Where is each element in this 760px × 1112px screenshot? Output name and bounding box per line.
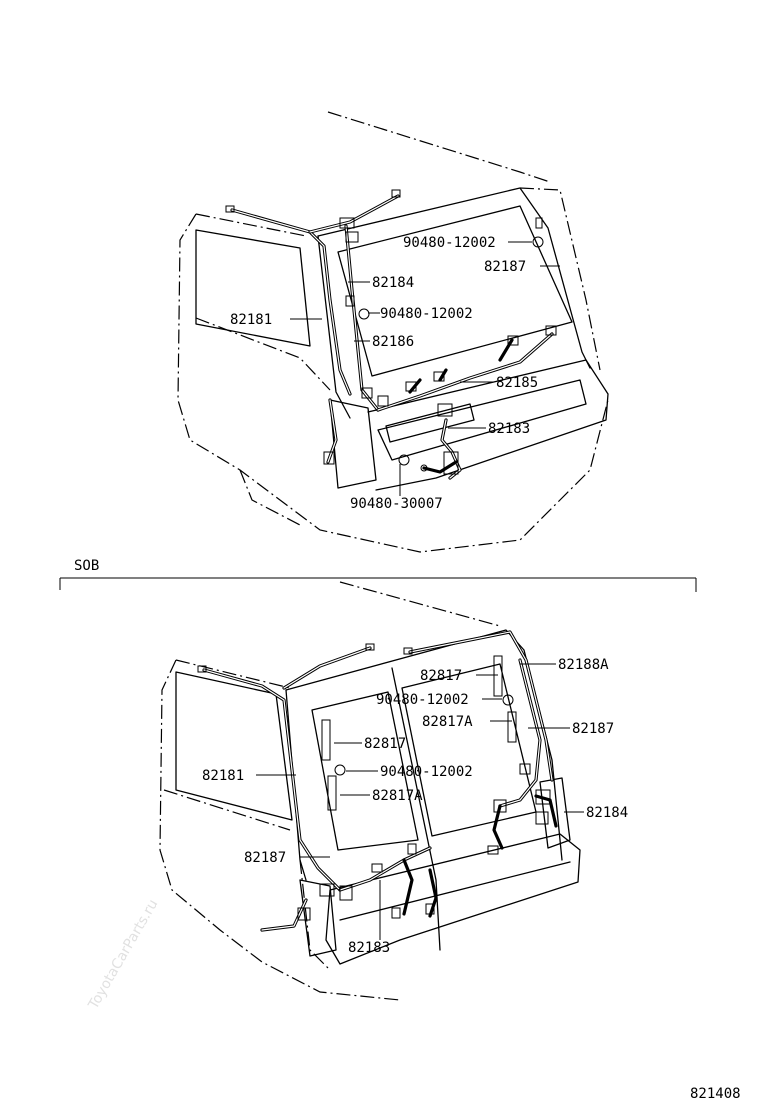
callout-90480-12002-d: 90480-12002 (380, 764, 473, 780)
watermark-text: ToyotaCarParts.ru (85, 897, 161, 1013)
section-label-sob: SOB (74, 558, 99, 574)
callout-82817a-a: 82817A (422, 714, 473, 730)
callout-82183-b: 82183 (348, 940, 390, 956)
top-view-callouts: 90480-12002 82187 82184 90480-12002 8218… (230, 235, 538, 512)
callout-90480-12002-a: 90480-12002 (403, 235, 496, 251)
callout-82185: 82185 (496, 375, 538, 391)
top-view-wiring (225, 189, 557, 480)
bottom-view-wiring (197, 630, 558, 932)
top-view-vehicle (177, 111, 609, 553)
bottom-view-leader-lines (256, 663, 584, 940)
bottom-view-callouts: 82817 82188A 90480-12002 82817A 82187 82… (202, 657, 628, 956)
callout-82181-b: 82181 (202, 768, 244, 784)
callout-82188a: 82188A (558, 657, 609, 673)
callout-82186: 82186 (372, 334, 414, 350)
callout-90480-30007: 90480-30007 (350, 496, 443, 512)
callout-82187-b: 82187 (572, 721, 614, 737)
callout-82181: 82181 (230, 312, 272, 328)
callout-82817-a: 82817 (420, 668, 462, 684)
figure-code: 821408 (690, 1086, 741, 1102)
top-view-leader-lines (290, 241, 560, 496)
watermark: ToyotaCarParts.ru (85, 897, 161, 1013)
callout-90480-12002-b: 90480-12002 (380, 306, 473, 322)
section-divider: SOB (59, 558, 697, 592)
callout-82187: 82187 (484, 259, 526, 275)
callout-82184-b: 82184 (586, 805, 628, 821)
callout-82817a-b: 82817A (372, 788, 423, 804)
callout-82184: 82184 (372, 275, 414, 291)
callout-82187-c: 82187 (244, 850, 286, 866)
callout-82817-b: 82817 (364, 736, 406, 752)
bottom-view-vehicle (159, 581, 581, 1001)
callout-90480-12002-c: 90480-12002 (376, 692, 469, 708)
callout-82183: 82183 (488, 421, 530, 437)
